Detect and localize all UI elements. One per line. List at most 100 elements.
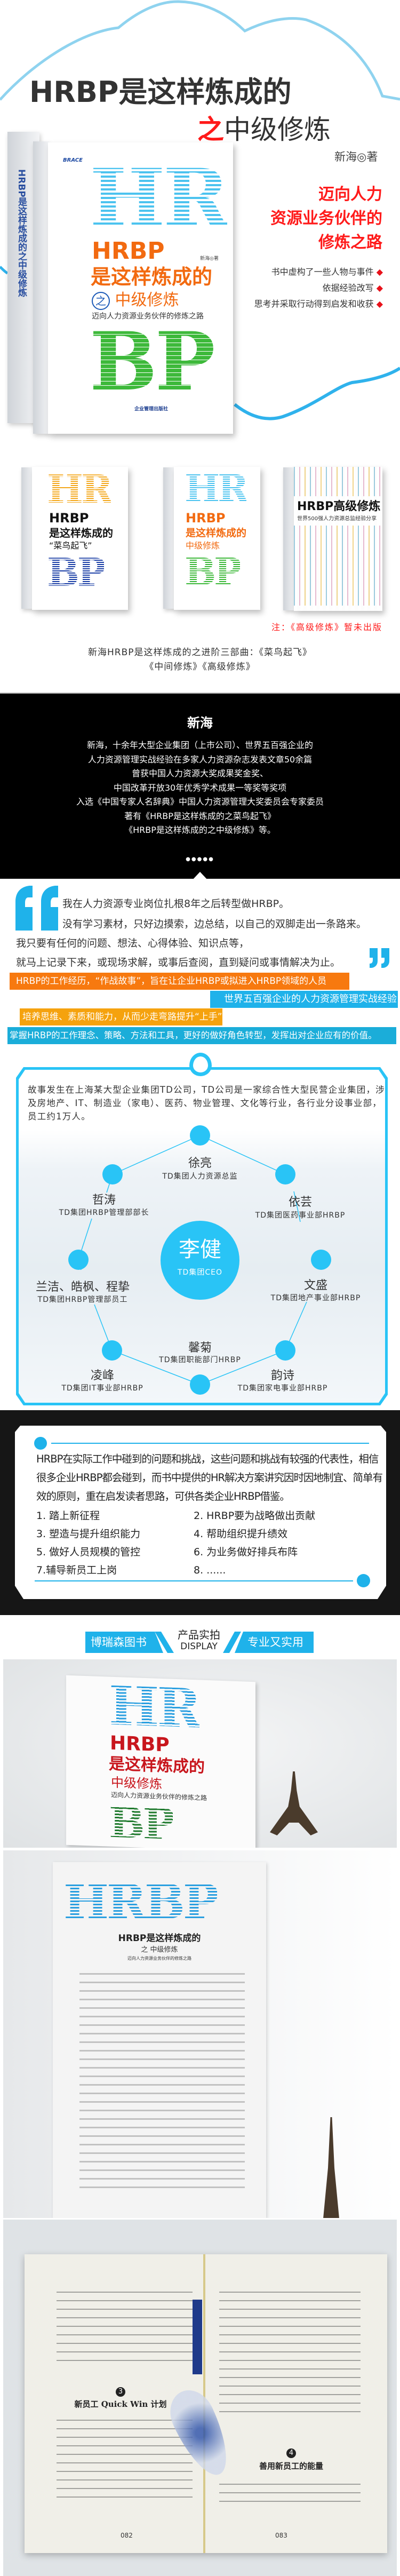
product-photo-3: 3 新员工 Quick Win 计划 4 善用新员工的能量 082 083 bbox=[3, 2220, 397, 2576]
page-number: 083 bbox=[275, 2532, 287, 2539]
hero-author: 新海◎著 bbox=[334, 150, 378, 163]
dot-decoration bbox=[34, 1437, 47, 1450]
diamond-icon: ◆ bbox=[376, 283, 383, 293]
contents-item: 5. 做好人员规模的管控 bbox=[36, 1546, 141, 1558]
author-name: 新海 bbox=[187, 715, 213, 730]
contents-item: 3. 塑造与提升组织能力 bbox=[36, 1528, 141, 1540]
series-book-sub: 世界500强人力资源总监经验分享 bbox=[297, 516, 377, 522]
node-dot bbox=[311, 1250, 331, 1270]
node-dot bbox=[275, 1340, 295, 1361]
banner-left: 博瑞森图书 bbox=[85, 1632, 163, 1653]
page-heading: 新员工 Quick Win 计划 bbox=[74, 2399, 167, 2409]
diamond-icon: ◆ bbox=[376, 299, 383, 309]
book-cover: BRACE HR HRBP 新海◎著 是这样炼成的 之 中级修炼 迈向人力资源业… bbox=[48, 142, 233, 434]
open-book: 3 新员工 Quick Win 计划 4 善用新员工的能量 082 083 bbox=[25, 2254, 387, 2553]
notch-arrow bbox=[192, 872, 208, 880]
story-frame bbox=[16, 1067, 388, 1405]
person-role: TD集团地产事业部HRBP bbox=[270, 1294, 361, 1302]
person-name: 徐亮 bbox=[188, 1157, 212, 1170]
slogan-line: 迈向人力 bbox=[318, 185, 382, 204]
series-book-spine bbox=[163, 467, 175, 609]
series-note: 注：《高级修炼》暂未出版 bbox=[271, 622, 382, 632]
dot-decoration bbox=[357, 1574, 370, 1587]
highlight-bar: 世界五百强企业的人力资源管理实战经验 bbox=[210, 991, 398, 1008]
spine-title: HRBP是这样炼成的之中级修炼 bbox=[16, 169, 27, 297]
node-dot bbox=[68, 1250, 89, 1270]
page-text bbox=[57, 2286, 193, 2366]
contents-section: HRBP在实际工作中碰到的问题和挑战，这些问题和挑战有较强的代表性，相信很多企业… bbox=[0, 1410, 400, 1615]
person-name: 馨菊 bbox=[188, 1341, 212, 1355]
contents-item: 4. 帮助组织提升绩效 bbox=[194, 1528, 288, 1540]
banner-right: 专业又实用 bbox=[235, 1632, 314, 1653]
series-caption: 新海HRBP是这样炼成的之进阶三部曲：《菜鸟起飞》《中间修炼》《高级修炼》 bbox=[87, 647, 312, 672]
location-pin-icon bbox=[189, 1053, 212, 1076]
bullet-item: 依据经验改写 ◆ bbox=[322, 283, 383, 293]
person-role: TD集团家电事业部HRBP bbox=[237, 1384, 328, 1393]
person-name: 哲涛 bbox=[92, 1194, 116, 1207]
series-book-3: HRBP高级修炼 世界500强人力资源总监经验分享 bbox=[294, 467, 382, 611]
person-name: 韵诗 bbox=[270, 1369, 295, 1382]
series-book-spine bbox=[21, 467, 33, 609]
back-cover-text bbox=[79, 1969, 245, 2193]
front-book-spine bbox=[33, 141, 49, 434]
quote-line: 我在人力资源专业岗位扎根8年之后转型做HRBP。 bbox=[62, 898, 290, 910]
contents-item: 7.辅导新员工上岗 bbox=[36, 1564, 117, 1576]
contents-item: 8. ...... bbox=[194, 1564, 226, 1576]
contents-item: 6. 为业务做好排兵布阵 bbox=[194, 1546, 298, 1558]
hero-title: HRBP是这样炼成的 bbox=[29, 75, 292, 109]
cover-author: 新海◎著 bbox=[200, 256, 219, 261]
story-intro: 故事发生在上海某大型企业集团TD公司，TD公司是一家综合性大型民营企业集团，涉及… bbox=[28, 1085, 385, 1122]
page-number: 082 bbox=[121, 2532, 133, 2539]
page-text bbox=[219, 2478, 361, 2505]
series-book-sub: 中级修炼 bbox=[186, 540, 220, 551]
contents-item: 2. HRBP要为战略做出贡献 bbox=[194, 1510, 316, 1522]
series-book-title: HRBP高级修炼 bbox=[297, 500, 381, 513]
node-dot bbox=[190, 1374, 210, 1395]
quote-line: 没有学习素材，只好边摸索，边总结，以自己的双脚走出一条路来。 bbox=[62, 918, 367, 930]
page-text bbox=[57, 2414, 193, 2505]
quote-line: 我只要有任何的问题、想法、心得体验、知识点等， bbox=[16, 937, 250, 949]
ceo-name: 李健 bbox=[179, 1237, 221, 1262]
slogan-line: 资源业务伙伴的 bbox=[270, 209, 382, 228]
ceo-node: 李健 TD集团CEO bbox=[161, 1221, 239, 1300]
hero-subtitle: 之中级修炼 bbox=[197, 108, 331, 147]
people-pattern bbox=[294, 467, 382, 496]
divider bbox=[51, 1443, 369, 1444]
series-book-sub: “菜鸟起飞” bbox=[49, 540, 92, 551]
hero-slogan: 迈向人力 资源业务伙伴的 修炼之路 bbox=[270, 182, 382, 255]
close-quote-icon bbox=[370, 948, 389, 968]
node-dot bbox=[275, 1164, 295, 1184]
eiffel-tower-figurine bbox=[323, 2117, 339, 2218]
person-name: 文盛 bbox=[303, 1279, 328, 1292]
hero-subtitle-zhi: 之 bbox=[197, 114, 224, 145]
person-name: 依芸 bbox=[288, 1196, 313, 1209]
photo-book-back: HRBP HRBP是这样炼成的 之 中级修炼 迈向人力资源业务伙伴的修炼之路 bbox=[53, 1862, 266, 2218]
series-book-spine bbox=[283, 467, 295, 610]
author-section: 新海 新海，十余年大型企业集团（上市公司）、世界五百强企业的人力资源管理实战经验… bbox=[0, 693, 400, 880]
person-role: TD集团HRBP管理部部长 bbox=[59, 1209, 149, 1217]
divider bbox=[35, 1580, 353, 1581]
cover-title: 是这样炼成的 bbox=[91, 265, 213, 289]
open-quote-icon bbox=[15, 886, 58, 931]
contents-intro: HRBP在实际工作中碰到的问题和挑战，这些问题和挑战有较强的代表性，相信很多企业… bbox=[36, 1453, 383, 1502]
person-name: 凌峰 bbox=[90, 1369, 115, 1382]
dots-decoration: ●●●●● bbox=[186, 856, 214, 862]
cloud-outline bbox=[0, 0, 400, 420]
person-name: 兰洁、皓枫、程挚 bbox=[35, 1281, 130, 1294]
product-photo-1: HR HRBP 是这样炼成的 中级修炼 迈向人力资源业务伙伴的修炼之路 BP bbox=[3, 1659, 397, 1848]
contents-card bbox=[15, 1426, 386, 1599]
publisher-logo: 企业管理出版社 bbox=[134, 407, 169, 412]
cover-tagline: 迈向人力资源业务伙伴的修炼之路 bbox=[92, 312, 204, 321]
highlight-bar: 掌握HRBP的工作理念、策略、方法和工具，更好的做好角色转型，发挥出对企业应有的… bbox=[7, 1027, 396, 1044]
contents-item: 1. 踏上新征程 bbox=[36, 1510, 100, 1522]
node-dot bbox=[190, 1125, 210, 1146]
bookmark-tassel bbox=[193, 2300, 202, 2374]
person-role: TD集团HRBP管理部员工 bbox=[37, 1295, 128, 1304]
highlight-bar: HRBP的工作经历，“作战故事”，旨在让企业HRBP或拟进入HRBP领域的人员 bbox=[10, 973, 349, 990]
slogan-line: 修炼之路 bbox=[318, 233, 382, 252]
bullet-item: 思考并采取行动得到启发和收获 ◆ bbox=[254, 299, 383, 309]
cover-hrbp: HRBP bbox=[92, 237, 165, 265]
node-dot bbox=[102, 1164, 123, 1184]
eiffel-tower-figurine bbox=[270, 1771, 318, 1835]
